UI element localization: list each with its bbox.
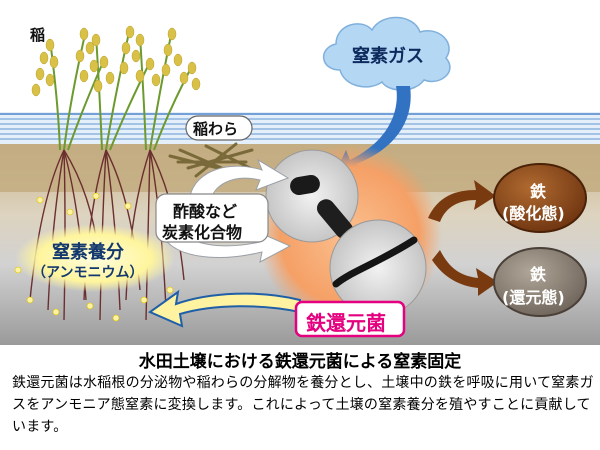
iron-oxidized-label-line2: (酸化態) xyxy=(502,204,565,223)
organic-label-line2: 炭素化合物 xyxy=(162,223,243,242)
nitrogen-gas-label: 窒素ガス xyxy=(352,46,424,67)
rice-grains xyxy=(31,25,201,97)
organic-compound-arrow xyxy=(189,158,290,205)
caption-body: 鉄還元菌は水稲根の分泌物や稲わらの分解物を養分とし、土壌中の鉄を呼吸に用いて窒素… xyxy=(12,375,594,435)
iron-reduced-label-line2: (還元態) xyxy=(502,288,565,307)
nitrogen-gas-cloud xyxy=(323,16,451,91)
nutrient-label-line2: （アンモニウム） xyxy=(32,265,144,281)
organic-label-box xyxy=(155,193,269,243)
bacteria-label: 鉄還元菌 xyxy=(306,311,386,335)
iron-reduction-arrow-top xyxy=(428,180,496,222)
iron-oxidized-label-line1: 鉄 xyxy=(530,182,547,201)
iron-reduced-shape xyxy=(493,247,587,317)
bacteria-label-box xyxy=(294,300,406,338)
micrograph-top xyxy=(265,149,359,243)
organic-label-line1: 酢酸など xyxy=(173,202,238,221)
iron-reduction-arrow-bottom xyxy=(432,250,498,296)
straw-label: 稲わら xyxy=(193,120,239,138)
nitrogen-fixation-diagram xyxy=(0,16,600,345)
paddy-water xyxy=(0,112,600,144)
rice-label: 稲 xyxy=(30,26,46,44)
caption-title: 水田土壌における鉄還元菌による窒素固定 xyxy=(138,352,462,372)
ammonium-output-arrow xyxy=(147,289,301,328)
straw-label-box xyxy=(185,115,253,141)
nutrient-label-line1: 窒素養分 xyxy=(52,242,124,263)
iron-oxidized-shape xyxy=(493,163,587,233)
nutrient-glow xyxy=(15,224,175,292)
iron-reduced-label-line1: 鉄 xyxy=(530,265,547,284)
